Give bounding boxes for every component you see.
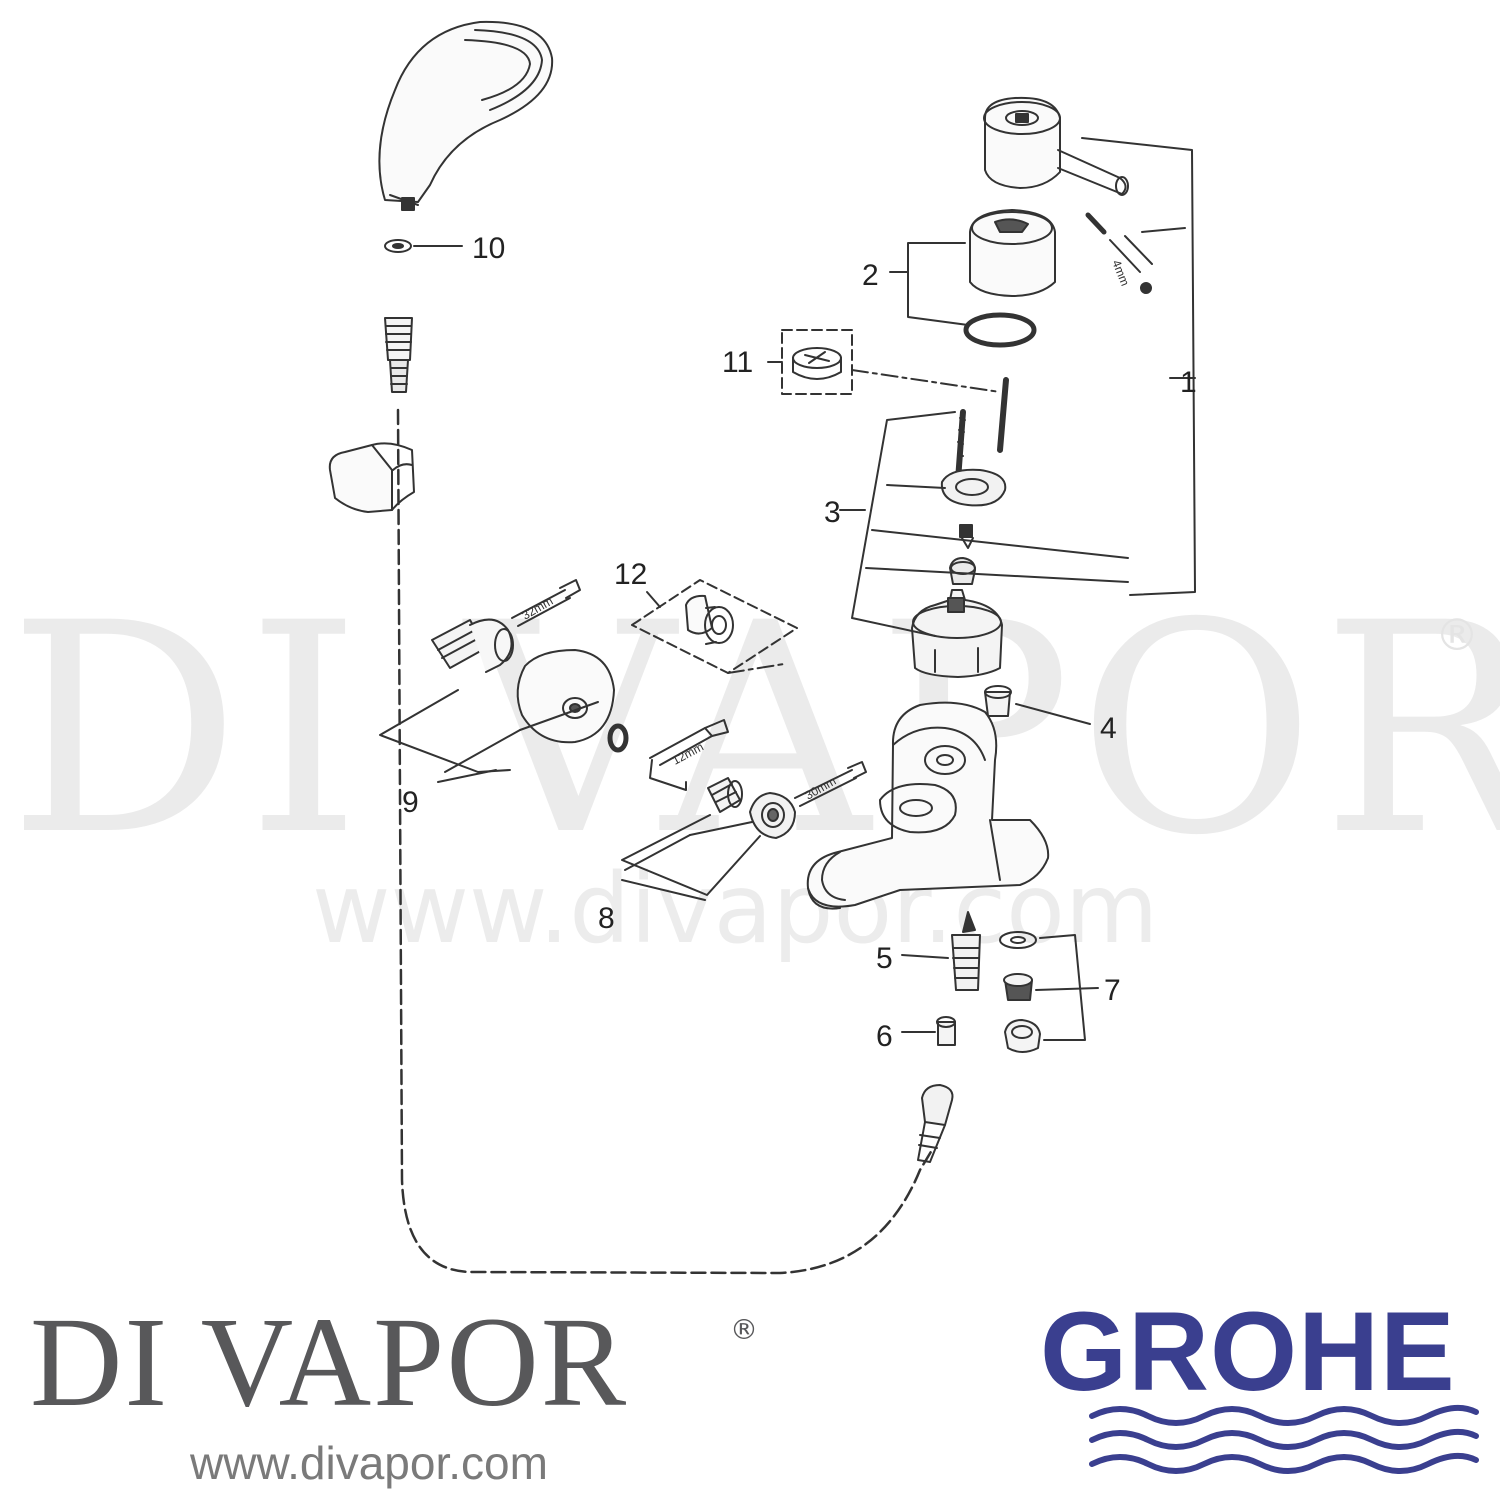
grohe-logo: GROHE — [1040, 1289, 1456, 1414]
wrench-icon-b — [794, 761, 867, 807]
aerator-parts-icon — [999, 931, 1041, 1053]
part-label-7: 7 — [1104, 974, 1121, 1007]
small-washer-icon — [607, 723, 629, 753]
escutcheon-icon — [516, 649, 615, 744]
hex-key-icon — [649, 719, 729, 791]
washer-icon — [384, 239, 412, 253]
coupling-nut-icon — [749, 792, 796, 839]
wrench-icon-a — [511, 579, 581, 627]
part-labels: 1 2 3 4 5 6 7 8 9 10 11 12 — [402, 232, 1197, 1053]
part-label-2: 2 — [862, 259, 879, 292]
grub-screw-icon — [1085, 212, 1153, 294]
seal-parts-icon — [949, 524, 976, 585]
lever-handle-icon — [983, 96, 1129, 196]
hose-nut-icon — [384, 317, 413, 393]
grohe-waves-icon — [1089, 1404, 1479, 1474]
part-label-9: 9 — [402, 786, 419, 819]
outlet-fitting-icon — [431, 618, 514, 673]
connector-box — [631, 579, 798, 674]
part-label-4: 4 — [1100, 712, 1117, 745]
union-nut-icon — [707, 777, 743, 813]
part-label-12: 12 — [614, 558, 647, 591]
valve-insert-icon — [901, 1016, 956, 1046]
watermark: DI VAPOR ® www.divapor.com — [8, 562, 1500, 965]
o-ring-icon — [963, 312, 1037, 348]
wall-bracket-icon — [328, 442, 415, 513]
brand-registered-mark: ® — [730, 1313, 758, 1346]
hex-key-size: 4mm — [1109, 258, 1132, 288]
hand-shower-icon — [378, 20, 554, 211]
part-label-8: 8 — [598, 902, 615, 935]
hose-connector-icon — [917, 1084, 954, 1163]
part-label-10: 10 — [472, 232, 505, 265]
part-label-6: 6 — [876, 1020, 893, 1053]
insert-box — [767, 329, 1001, 395]
button-cap-icon — [984, 685, 1091, 725]
cap-icon — [969, 209, 1056, 297]
diverter-icon — [901, 911, 981, 991]
part-label-11: 11 — [722, 346, 753, 379]
brand-url[interactable]: www.divapor.com — [190, 1437, 548, 1489]
part-label-5: 5 — [876, 942, 893, 975]
part-label-3: 3 — [824, 496, 841, 529]
cartridge-screws-icon — [955, 377, 1009, 483]
cartridge-icon — [911, 589, 1003, 678]
brand-name: DI VAPOR — [30, 1291, 629, 1433]
part-label-1: 1 — [1180, 366, 1197, 399]
watermark-registered-mark: ® — [1435, 610, 1479, 661]
mixer-body-icon — [806, 701, 1050, 910]
shower-hose — [396, 408, 934, 1275]
watermark-text: DI VAPOR — [8, 562, 1500, 899]
gasket-plate-icon — [940, 468, 1007, 507]
